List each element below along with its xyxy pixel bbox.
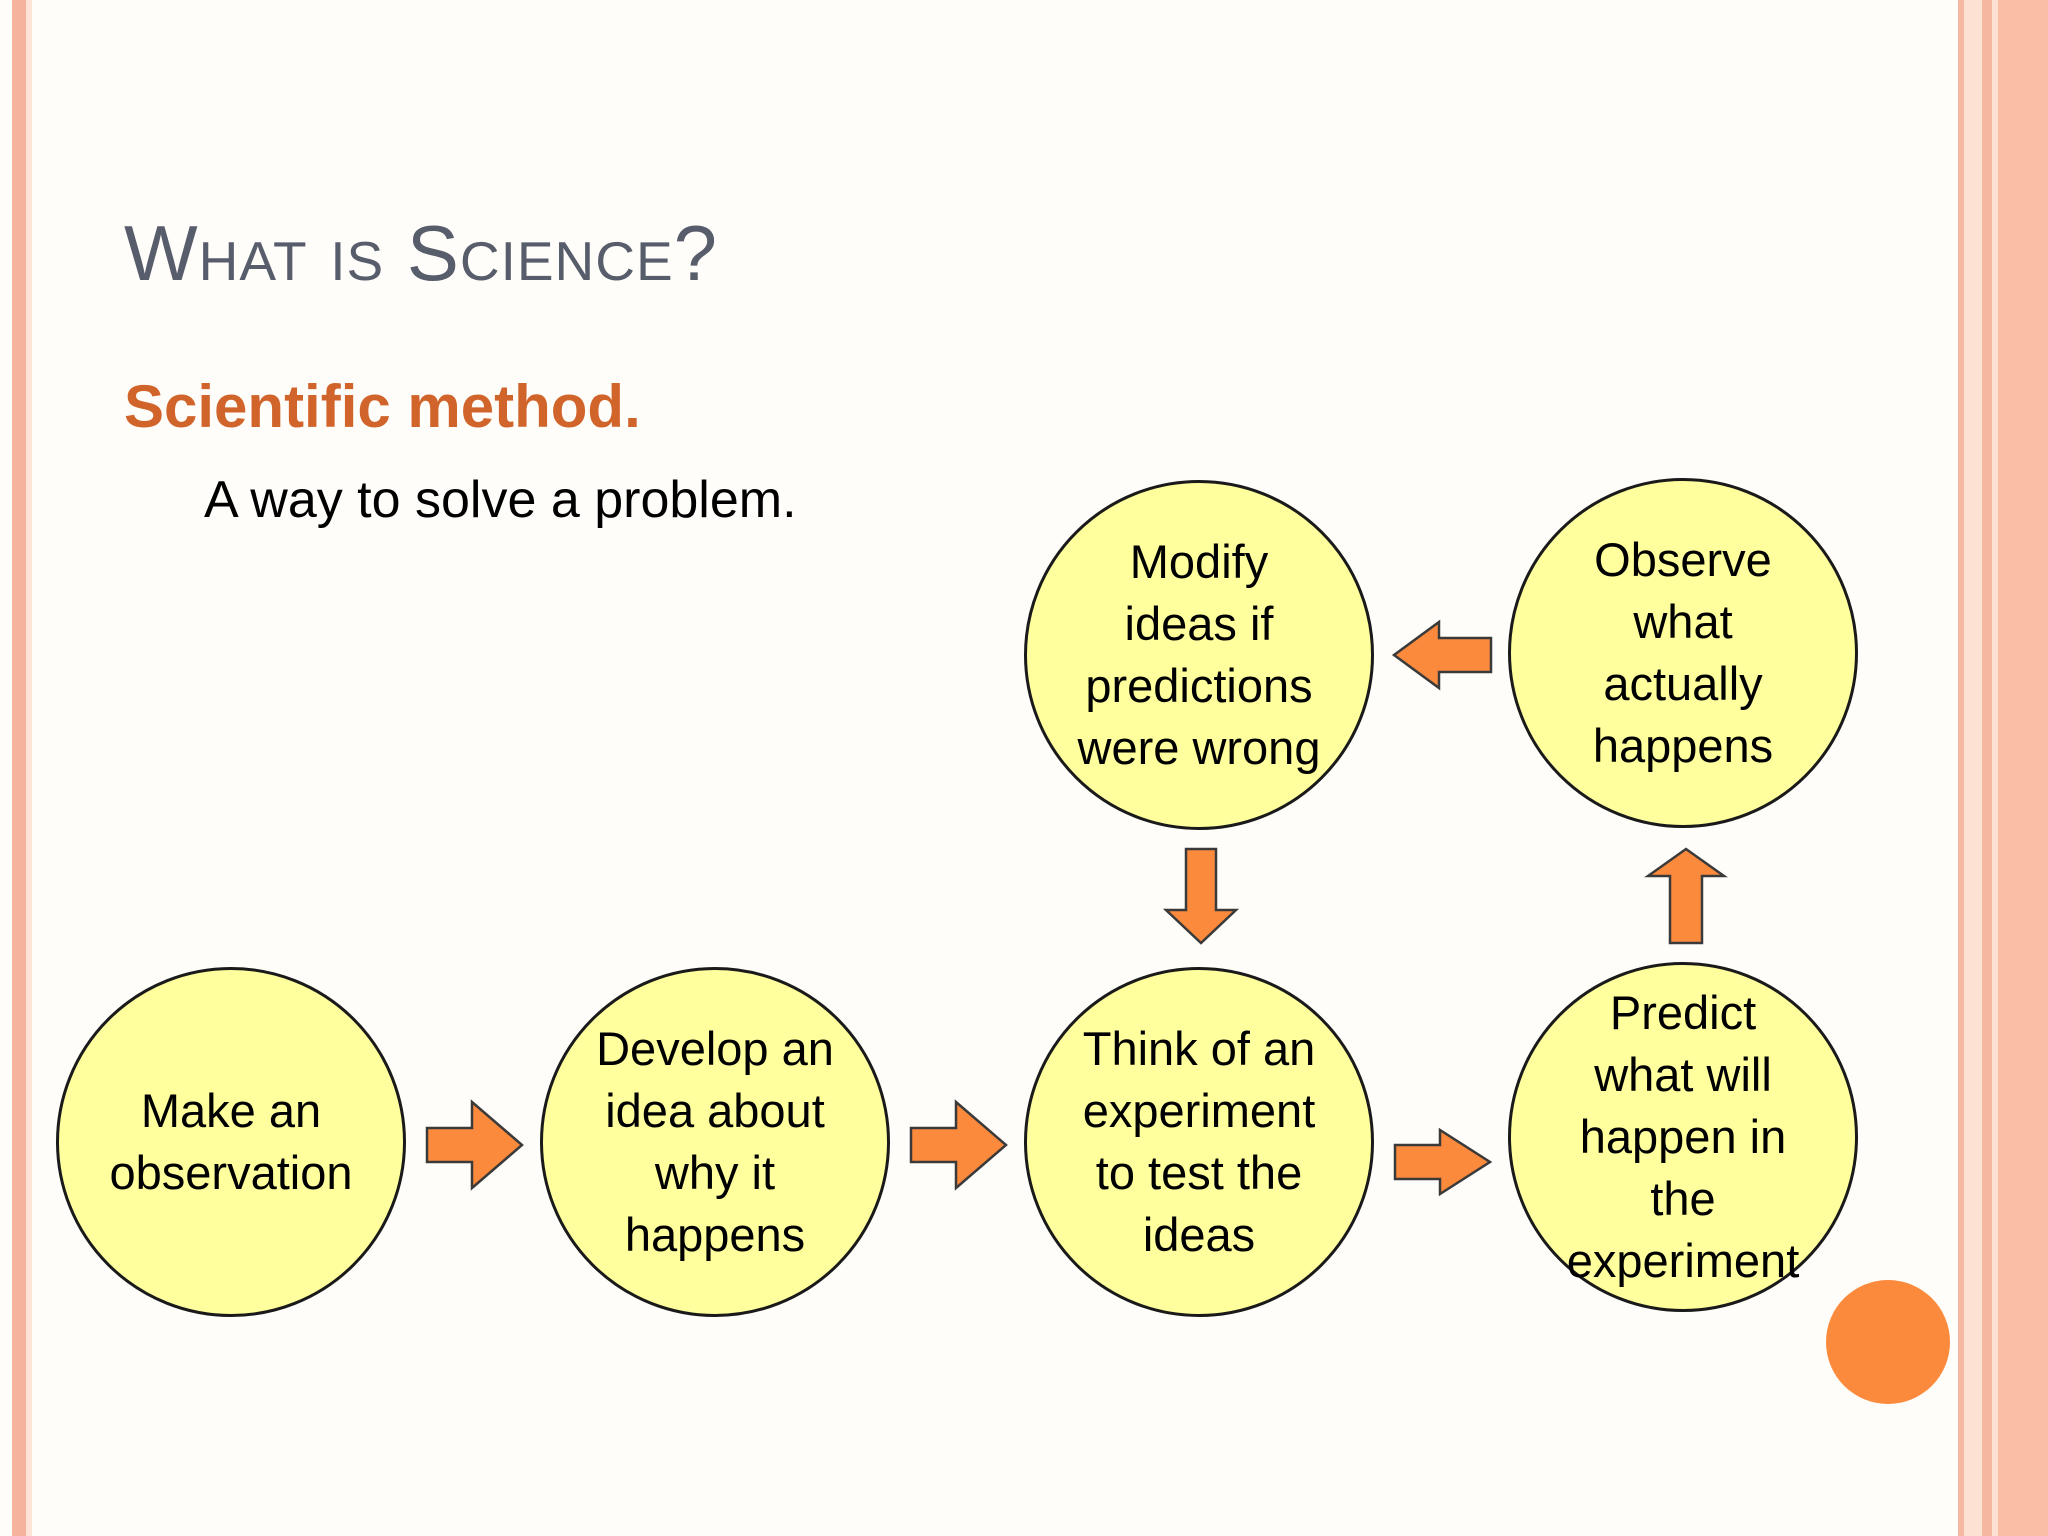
right-border-decoration: [1992, 0, 1998, 1536]
node-observe: Observe what actually happens: [1508, 478, 1858, 828]
node-modify-ideas: Modify ideas if predictions were wrong: [1024, 480, 1374, 830]
right-border-decoration: [1982, 0, 1992, 1536]
arrow-down: [1162, 847, 1240, 945]
right-border-decoration: [1964, 0, 1982, 1536]
node-label: Predict what will happen in the experime…: [1566, 986, 1800, 1287]
node-develop-idea: Develop an idea about why it happens: [540, 967, 890, 1317]
arrow-right-1: [425, 1099, 524, 1191]
node-think-experiment: Think of an experiment to test the ideas: [1024, 967, 1374, 1317]
slide-title: What is Science?: [124, 209, 719, 297]
node-label: Think of an experiment to test the ideas: [1082, 1022, 1316, 1261]
node-label: Modify ideas if predictions were wrong: [1077, 535, 1321, 774]
right-border-decoration: [1958, 0, 1964, 1536]
arrow-left: [1391, 619, 1493, 691]
node-label: Observe what actually happens: [1592, 533, 1774, 772]
node-label: Develop an idea about why it happens: [596, 1022, 834, 1261]
arrow-right-2: [909, 1099, 1008, 1191]
left-border-inner-decoration: [26, 0, 32, 1536]
slide-subtitle: Scientific method.: [124, 373, 641, 440]
arrow-right-3: [1393, 1127, 1493, 1197]
decorative-circle: [1826, 1280, 1950, 1404]
node-make-observation: Make an observation: [56, 967, 406, 1317]
node-predict: Predict what will happen in the experime…: [1508, 962, 1858, 1312]
slide-body-text: A way to solve a problem.: [204, 471, 797, 529]
arrow-up: [1644, 847, 1728, 945]
left-border-decoration: [12, 0, 26, 1536]
node-label: Make an observation: [109, 1084, 353, 1199]
right-border-decoration: [1998, 0, 2048, 1536]
